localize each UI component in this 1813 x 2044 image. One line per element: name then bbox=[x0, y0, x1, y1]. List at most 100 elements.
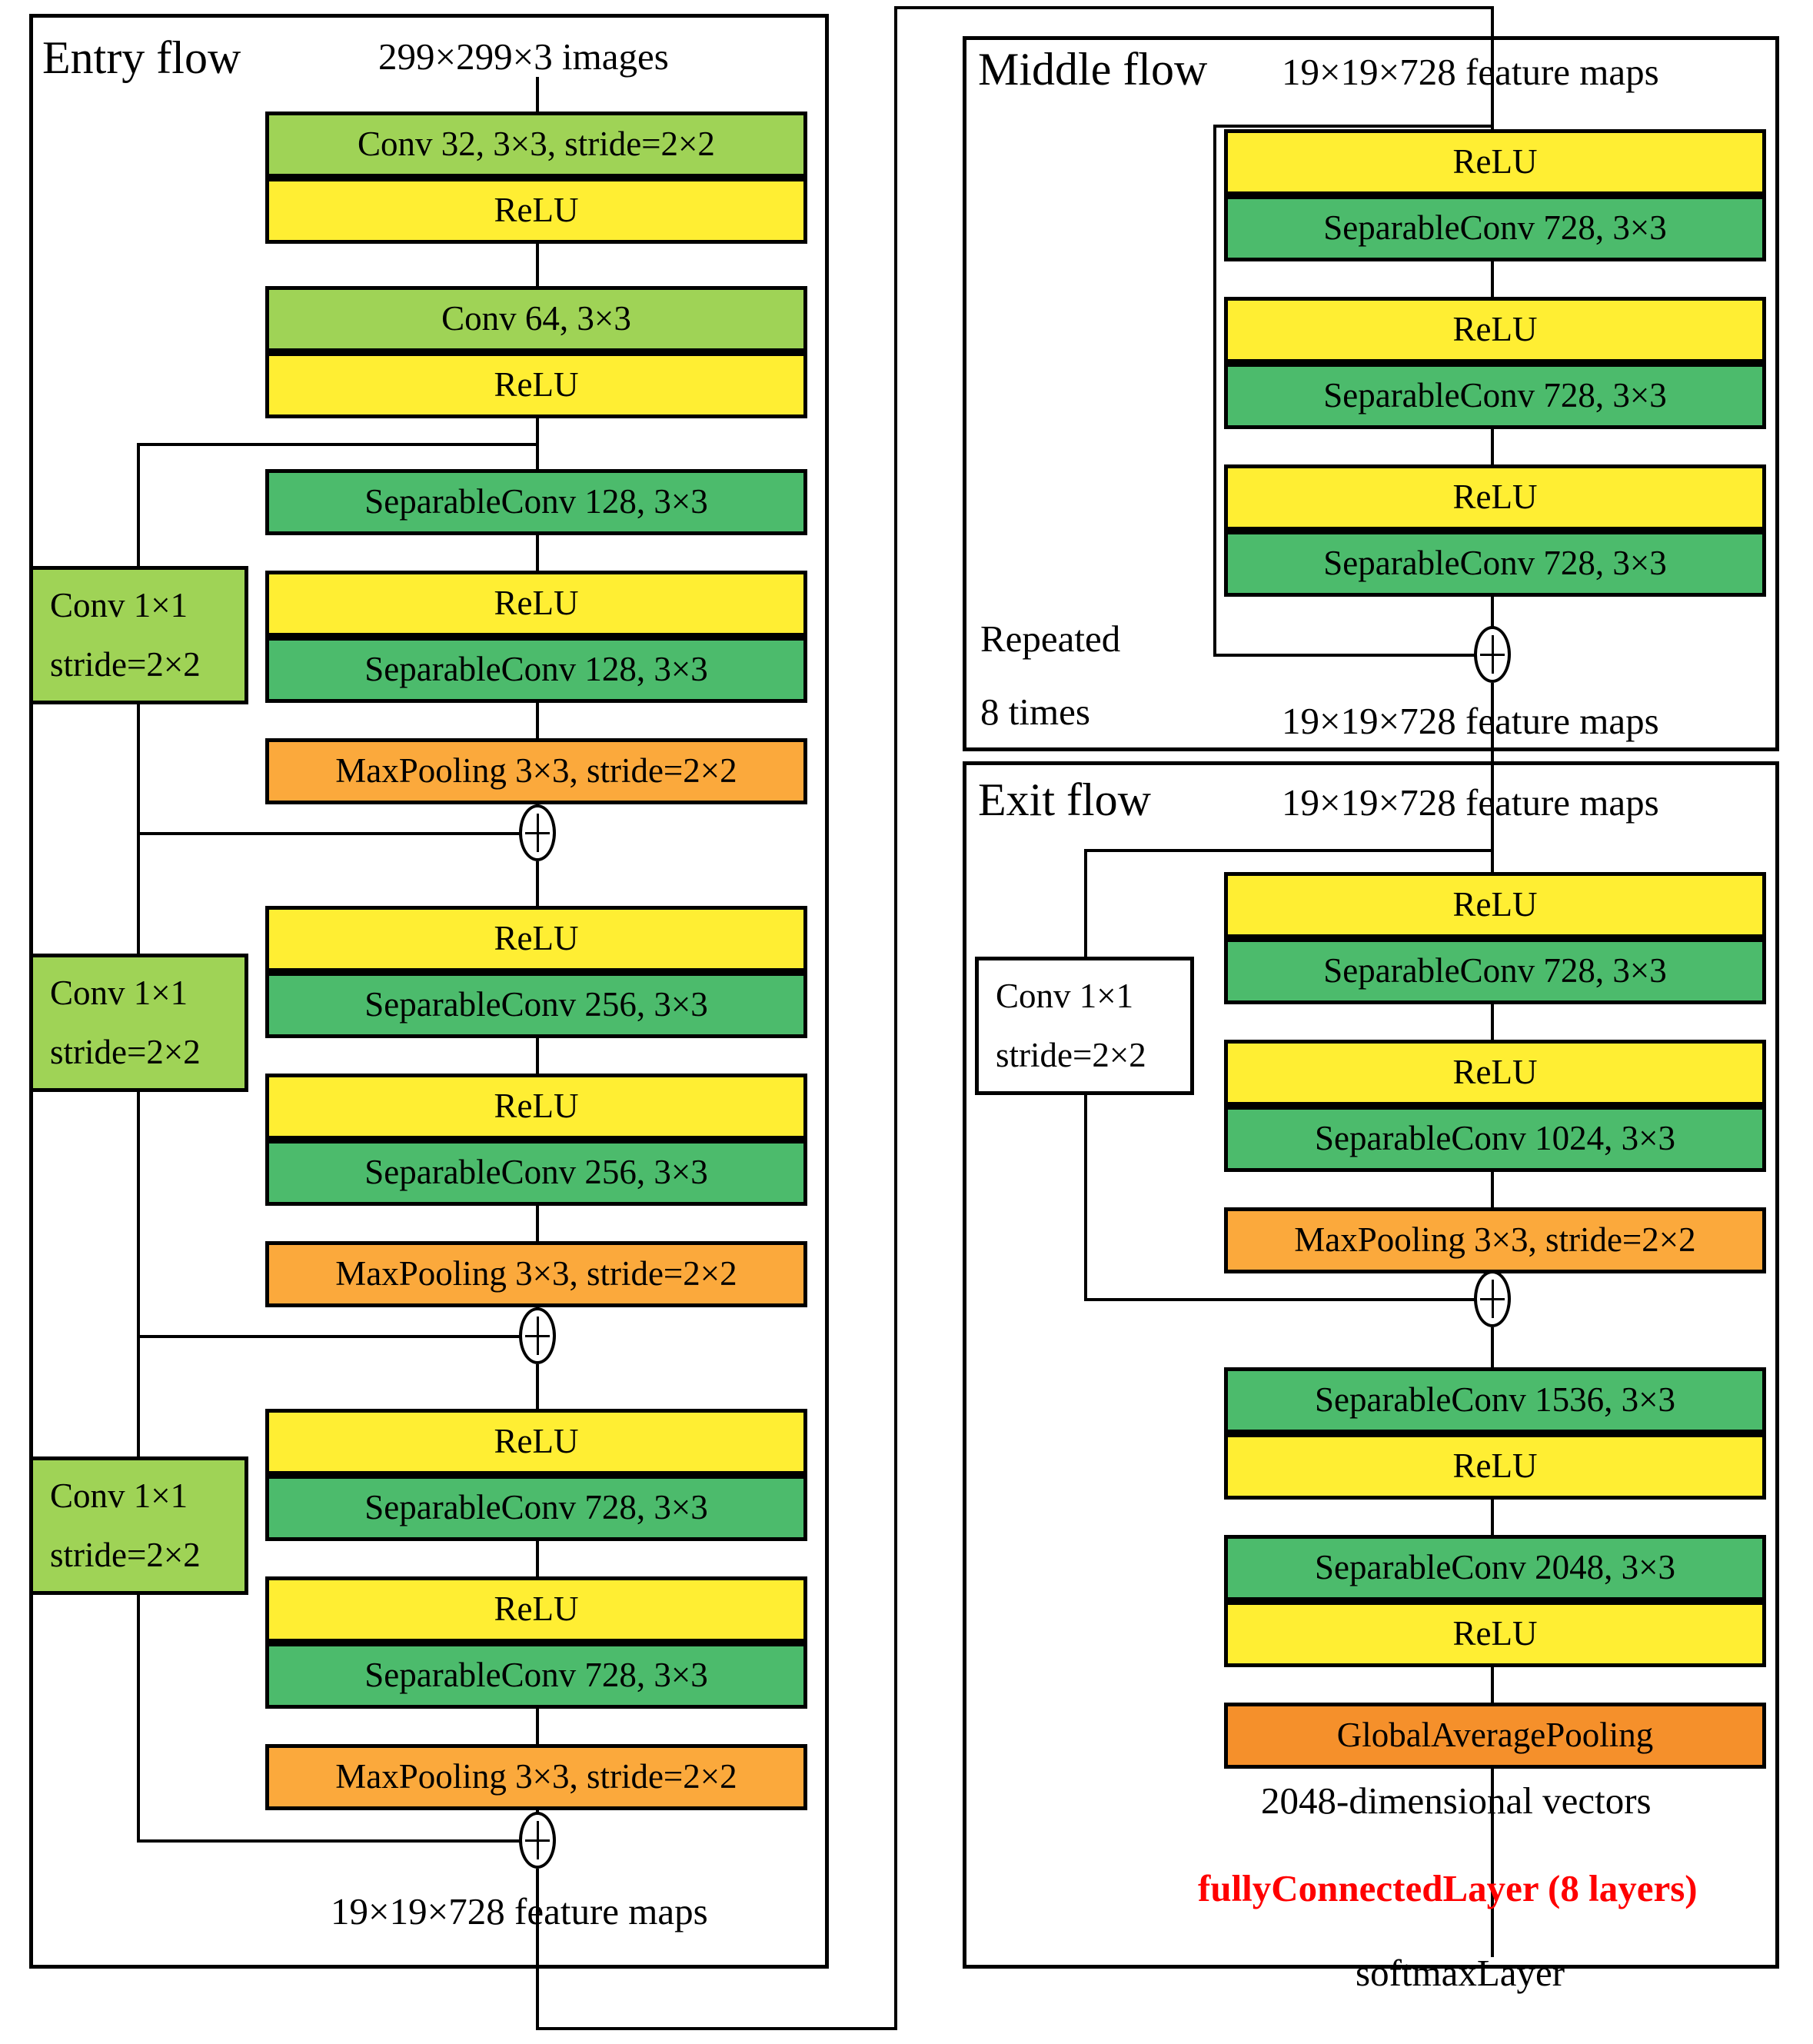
entry-block-12: MaxPooling 3×3, stride=2×2 bbox=[265, 1241, 807, 1307]
exit-residual-out-right bbox=[1084, 1298, 1492, 1301]
middle-repeat-line1: Repeated bbox=[980, 618, 1121, 660]
middle-block-1: SeparableConv 728, 3×3 bbox=[1224, 195, 1766, 261]
exit-block-5: SeparableConv 1536, 3×3 bbox=[1224, 1367, 1766, 1433]
exit-skip-left bbox=[1084, 849, 1492, 852]
exit-block-4: MaxPooling 3×3, stride=2×2 bbox=[1224, 1207, 1766, 1273]
exit-merge-out bbox=[1491, 1327, 1494, 1367]
exit-residual-line1: Conv 1×1 bbox=[996, 976, 1134, 1015]
entry-output-down bbox=[536, 1869, 539, 2030]
middle-block-5: SeparableConv 728, 3×3 bbox=[1224, 531, 1766, 597]
entry-output-to-middle bbox=[894, 6, 1494, 9]
entry-flow-title: Entry flow bbox=[42, 32, 241, 83]
entry-residual-1-out-down bbox=[137, 1092, 140, 1338]
entry-merge-0 bbox=[519, 804, 556, 861]
entry-skip1-down bbox=[137, 443, 140, 566]
entry-output-up bbox=[894, 6, 897, 2030]
middle-flow-output-label: 19×19×728 feature maps bbox=[1282, 700, 1659, 742]
exit-connector-0 bbox=[1491, 1004, 1494, 1040]
entry-residual-2-line1: Conv 1×1 bbox=[50, 1476, 188, 1515]
middle-block-0: ReLU bbox=[1224, 129, 1766, 195]
middle-input-connector bbox=[1491, 98, 1494, 129]
exit-fc-label: fullyConnectedLayer (8 layers) bbox=[1198, 1867, 1698, 1909]
middle-flow-frame bbox=[963, 36, 1779, 751]
entry-connector-1 bbox=[536, 244, 539, 286]
entry-residual-0: Conv 1×1 stride=2×2 bbox=[29, 566, 248, 704]
middle-connector-1 bbox=[1491, 429, 1494, 464]
exit-residual-line2: stride=2×2 bbox=[996, 1036, 1146, 1074]
exit-residual: Conv 1×1 stride=2×2 bbox=[975, 957, 1194, 1095]
exit-block-0: ReLU bbox=[1224, 872, 1766, 938]
exit-block-9: GlobalAveragePooling bbox=[1224, 1703, 1766, 1769]
exit-connector-3 bbox=[1491, 1667, 1494, 1703]
entry-residual-0-out-right bbox=[137, 832, 536, 835]
exit-block-2: ReLU bbox=[1224, 1040, 1766, 1106]
entry-connector-3 bbox=[536, 535, 539, 571]
entry-block-9: SeparableConv 256, 3×3 bbox=[265, 972, 807, 1038]
entry-block-6: SeparableConv 128, 3×3 bbox=[265, 637, 807, 703]
entry-merge-1-out bbox=[536, 1364, 539, 1409]
middle-skip-to-merge bbox=[1213, 654, 1492, 657]
entry-block-15: ReLU bbox=[265, 1576, 807, 1643]
entry-block-16: SeparableConv 728, 3×3 bbox=[265, 1643, 807, 1709]
middle-skip-down bbox=[1213, 125, 1216, 655]
entry-block-8: ReLU bbox=[265, 906, 807, 972]
entry-skip1-left bbox=[137, 443, 537, 446]
exit-block-6: ReLU bbox=[1224, 1433, 1766, 1500]
exit-flow-title: Exit flow bbox=[978, 774, 1151, 825]
entry-residual-1-line2: stride=2×2 bbox=[50, 1033, 201, 1071]
entry-residual-1-out-right bbox=[137, 1335, 536, 1338]
entry-residual-1: Conv 1×1 stride=2×2 bbox=[29, 954, 248, 1092]
middle-repeat-line2: 8 times bbox=[980, 691, 1090, 733]
entry-merge-1 bbox=[519, 1307, 556, 1364]
exit-merge bbox=[1474, 1270, 1511, 1327]
entry-residual-1-in bbox=[137, 832, 140, 954]
entry-flow-input-label: 299×299×3 images bbox=[378, 35, 669, 78]
entry-output-right bbox=[536, 2027, 897, 2030]
entry-block-3: ReLU bbox=[265, 352, 807, 418]
entry-connector-6 bbox=[536, 1206, 539, 1241]
middle-merge-in bbox=[1491, 597, 1494, 629]
middle-merge bbox=[1474, 626, 1511, 683]
entry-residual-0-line2: stride=2×2 bbox=[50, 645, 201, 684]
entry-block-17: MaxPooling 3×3, stride=2×2 bbox=[265, 1744, 807, 1810]
entry-connector-7 bbox=[536, 1541, 539, 1576]
entry-connector-5 bbox=[536, 1038, 539, 1074]
entry-input-connector bbox=[536, 77, 539, 112]
entry-connector-8 bbox=[536, 1709, 539, 1744]
exit-block-7: SeparableConv 2048, 3×3 bbox=[1224, 1535, 1766, 1601]
exit-flow-frame bbox=[963, 761, 1779, 1969]
entry-block-1: ReLU bbox=[265, 178, 807, 244]
entry-block-11: SeparableConv 256, 3×3 bbox=[265, 1140, 807, 1206]
entry-skip1-tap-down bbox=[536, 418, 539, 444]
entry-residual-2-in bbox=[137, 1335, 140, 1456]
middle-block-3: SeparableConv 728, 3×3 bbox=[1224, 363, 1766, 429]
exit-vector-label: 2048-dimensional vectors bbox=[1261, 1779, 1652, 1822]
middle-connector-0 bbox=[1491, 261, 1494, 297]
entry-block-4: SeparableConv 128, 3×3 bbox=[265, 469, 807, 535]
entry-merge-2 bbox=[519, 1812, 556, 1869]
exit-connector-1 bbox=[1491, 1172, 1494, 1207]
entry-block-2: Conv 64, 3×3 bbox=[265, 286, 807, 352]
entry-block-14: SeparableConv 728, 3×3 bbox=[265, 1475, 807, 1541]
exit-block-3: SeparableConv 1024, 3×3 bbox=[1224, 1106, 1766, 1172]
exit-residual-out-down bbox=[1084, 1095, 1087, 1301]
middle-output-connector bbox=[1491, 683, 1494, 849]
middle-block-4: ReLU bbox=[1224, 464, 1766, 531]
entry-flow-output-label: 19×19×728 feature maps bbox=[331, 1890, 708, 1932]
exit-connector-2 bbox=[1491, 1500, 1494, 1535]
exit-skip-down bbox=[1084, 849, 1087, 957]
exit-tail-connector bbox=[1491, 1769, 1494, 1957]
exit-flow-input-label: 19×19×728 feature maps bbox=[1282, 781, 1659, 824]
entry-residual-0-line1: Conv 1×1 bbox=[50, 585, 188, 624]
entry-residual-2-out-down bbox=[137, 1595, 140, 1843]
middle-flow-input-label: 19×19×728 feature maps bbox=[1282, 51, 1659, 93]
entry-residual-2-out-right bbox=[137, 1839, 536, 1843]
middle-block-2: ReLU bbox=[1224, 297, 1766, 363]
exit-block-8: ReLU bbox=[1224, 1601, 1766, 1667]
entry-block-5: ReLU bbox=[265, 571, 807, 637]
entry-residual-1-line1: Conv 1×1 bbox=[50, 973, 188, 1012]
entry-connector-2 bbox=[536, 444, 539, 469]
exit-block-1: SeparableConv 728, 3×3 bbox=[1224, 938, 1766, 1004]
entry-connector-4 bbox=[536, 703, 539, 738]
